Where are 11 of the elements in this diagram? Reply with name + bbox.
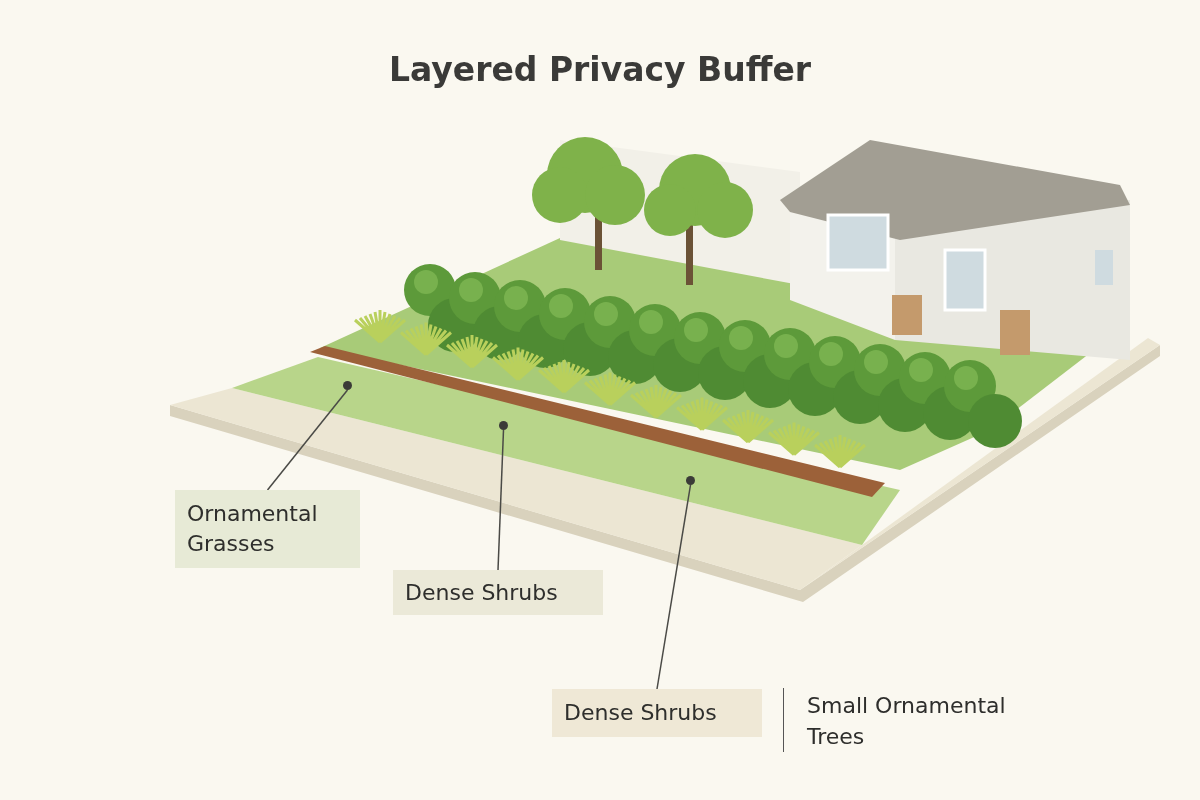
diagram-title: Layered Privacy Buffer: [387, 50, 813, 89]
callout-label: Dense Shrubs: [552, 689, 762, 737]
leader-dot: [686, 476, 695, 485]
callout-label: Ornamental Grasses: [175, 490, 360, 568]
leader-line: [266, 389, 349, 491]
label-text: Small Ornamental Trees: [807, 692, 1007, 751]
callout-label: Dense Shrubs: [393, 570, 603, 615]
leader-line: [656, 484, 692, 690]
leader-dot: [343, 381, 352, 390]
leader-line: [497, 429, 505, 571]
leader-dot: [499, 421, 508, 430]
